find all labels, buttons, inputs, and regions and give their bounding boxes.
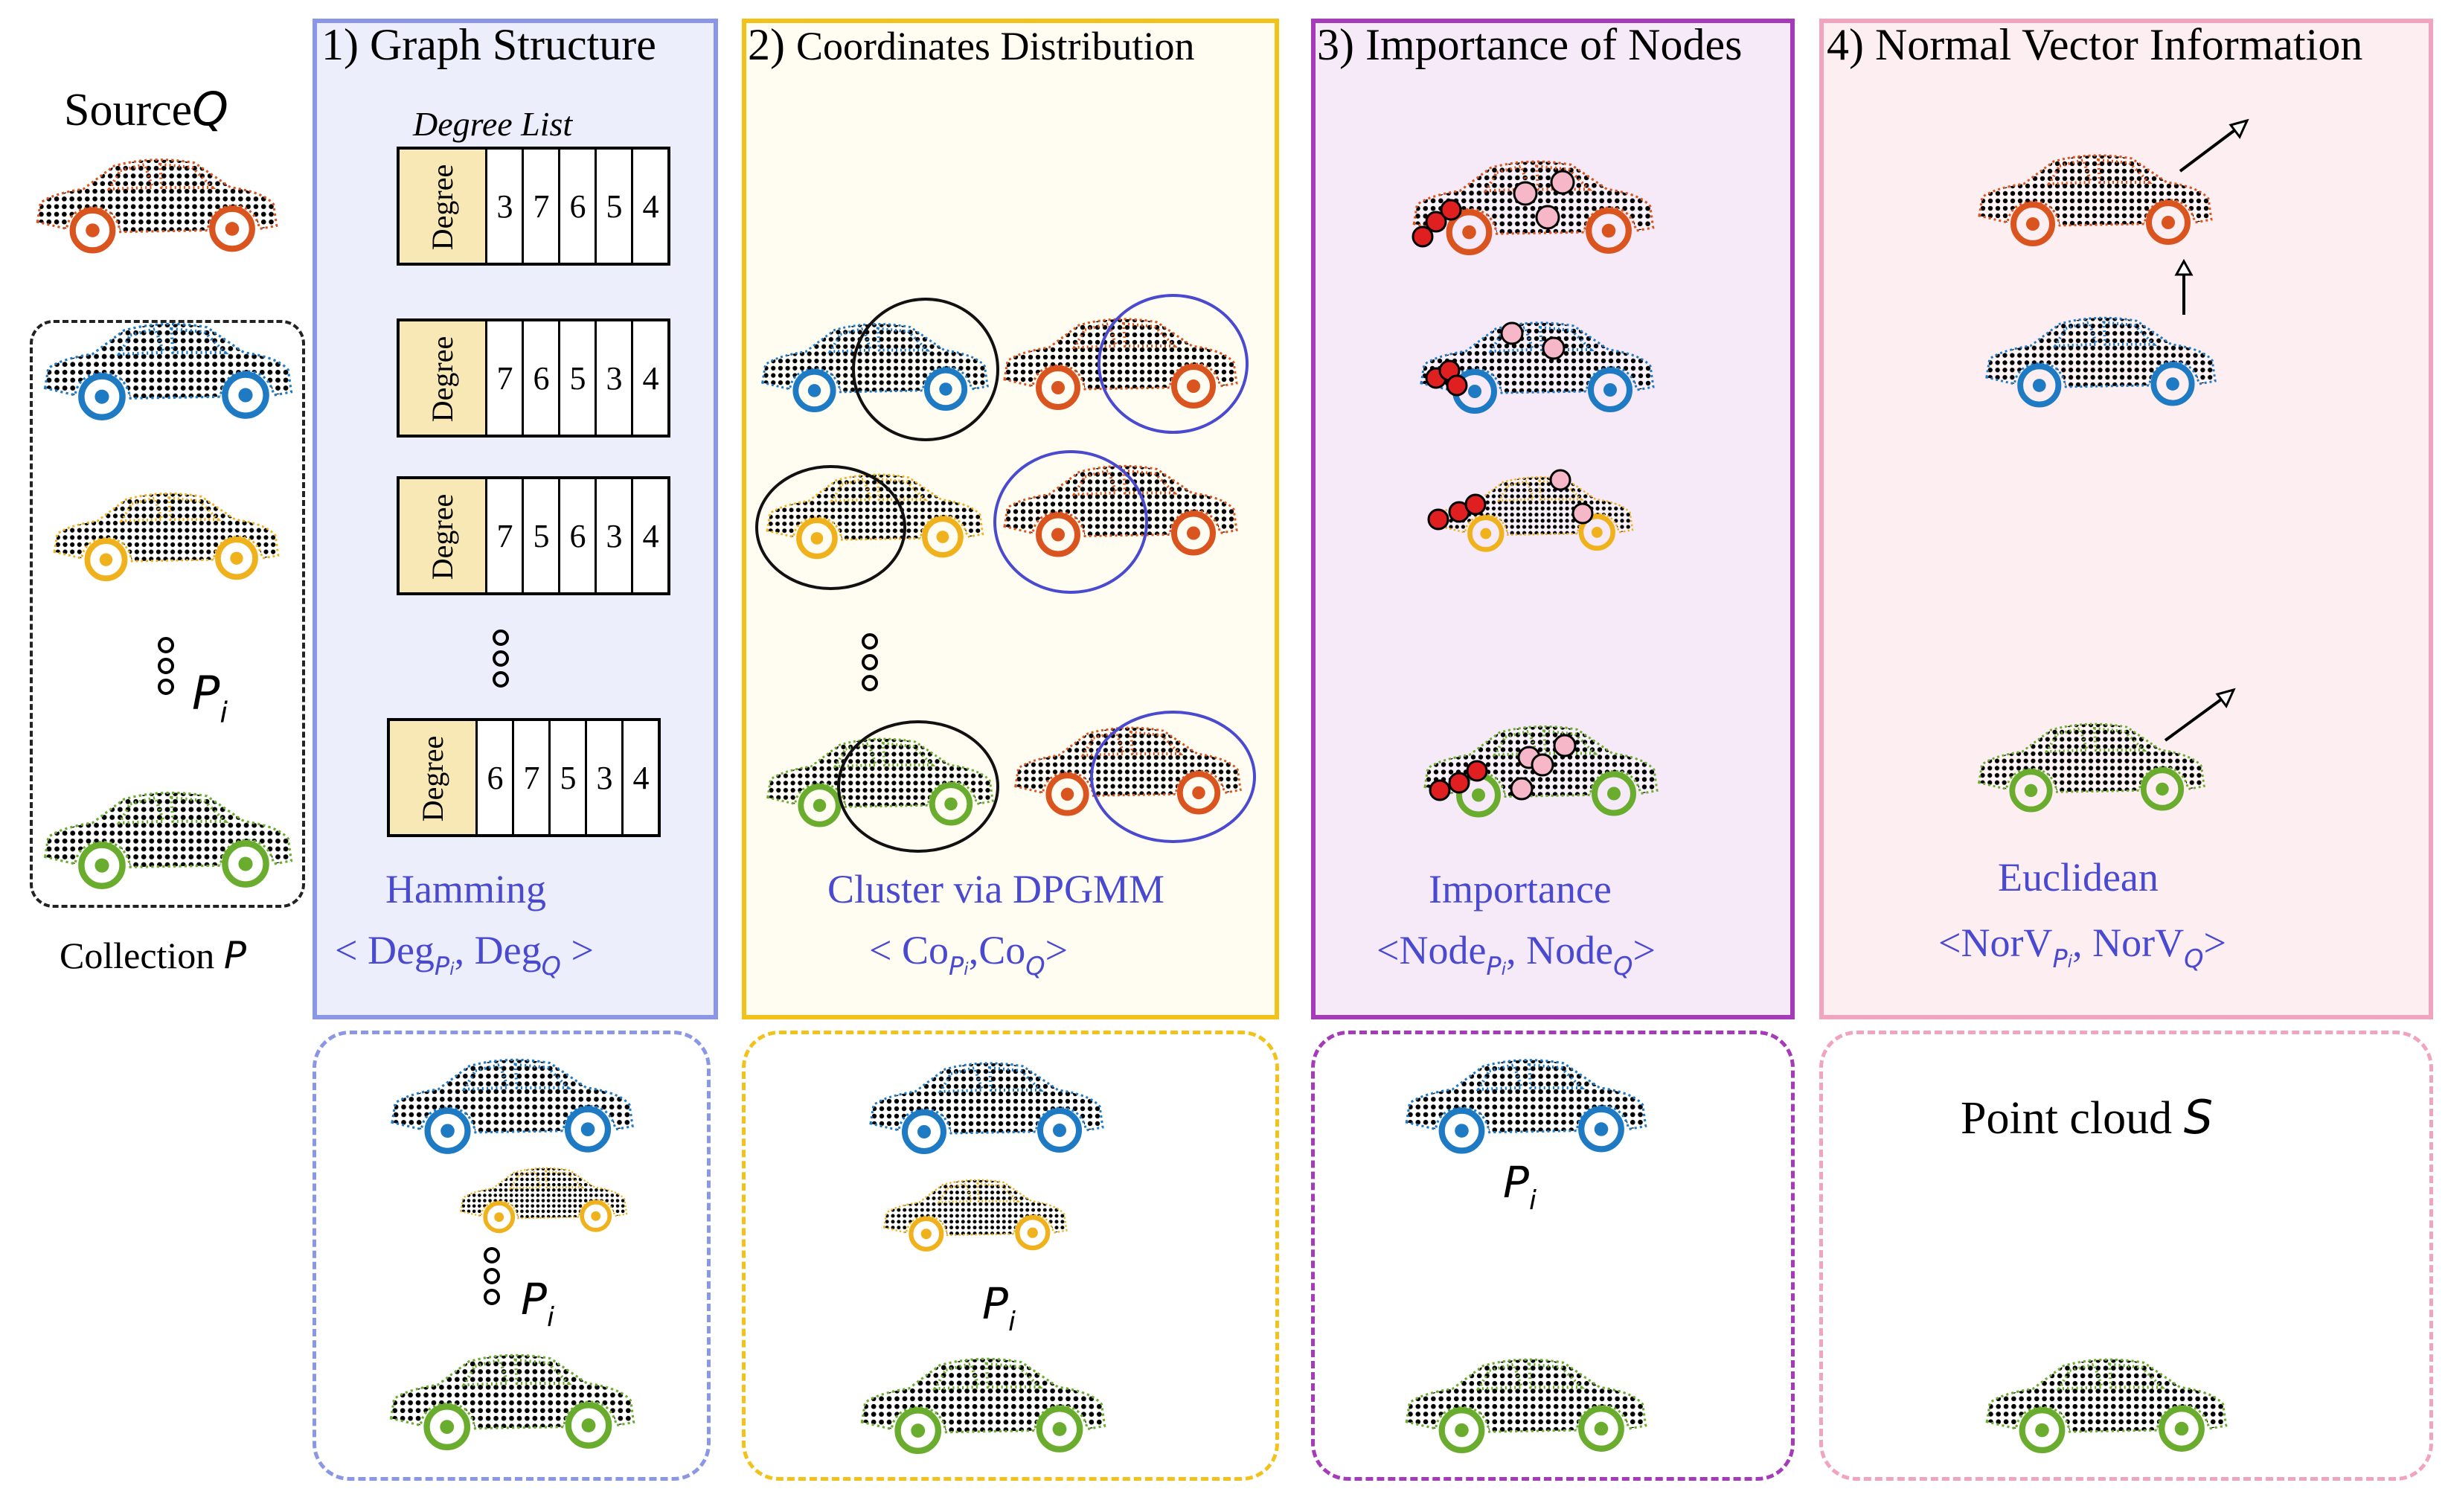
p2-cluster-yellow [755, 465, 906, 590]
p2-result-car-blue [859, 1053, 1112, 1157]
p2-cluster-orange-1 [1098, 294, 1249, 434]
p3-result-car-green [1399, 1347, 1652, 1458]
panel3-title: 3) Importance of Nodes [1317, 20, 1743, 69]
source-label: SourceQ [64, 82, 228, 136]
panel3-result-box [1311, 1031, 1795, 1481]
collection-box [30, 320, 305, 908]
panel1-result-box [313, 1031, 711, 1481]
point-cloud-label: Point cloud S [1961, 1090, 2214, 1144]
p4-arrow-3 [2164, 688, 2236, 742]
p2-cluster-orange-3 [1090, 711, 1256, 843]
p2-result-car-yellow [856, 1172, 1094, 1254]
p1-result-car-green [383, 1339, 640, 1458]
p4-arrow-2 [2174, 258, 2194, 315]
panel2-result-box [742, 1031, 1279, 1481]
degree-ellipsis [493, 625, 509, 692]
p4-result-car-green [1979, 1347, 2232, 1458]
panel2-title: 2) Coordinates Distribution [748, 20, 1195, 69]
p1-result-car-yellow [428, 1161, 659, 1235]
panel4-title: 4) Normal Vector Information [1827, 20, 2363, 69]
p1-result-ellipsis [484, 1243, 500, 1310]
p3-result-pi: Pi [1503, 1157, 1537, 1217]
p1-result-car-blue [383, 1049, 640, 1157]
panel4-formula: <NorVPi, NorVQ> [1938, 920, 2226, 974]
p2-cluster-green [837, 720, 999, 853]
p4-arrow-1 [2179, 118, 2249, 173]
p3-nodes-blue [1425, 321, 1566, 397]
panel4-caption: Euclidean [1998, 855, 2159, 900]
p2-result-pi: Pi [982, 1278, 1016, 1338]
p4-car-blue [1979, 305, 2221, 413]
panel1-formula: < DegPi, DegQ > [335, 928, 594, 981]
degree-list-label: Degree List [413, 105, 573, 143]
collection-car-blue [37, 313, 298, 424]
panel1-title: 1) Graph Structure [321, 20, 656, 69]
p2-ellipsis [862, 629, 878, 696]
p3-nodes-green [1429, 734, 1577, 801]
panel1-caption: Hamming [385, 867, 546, 912]
collection-car-green [37, 774, 298, 900]
panel4-result-box [1819, 1031, 2433, 1481]
panel3-formula: <NodePi, NodeQ> [1377, 928, 1656, 981]
collection-pi-label: Pi [192, 666, 228, 730]
p2-result-car-green [854, 1347, 1111, 1458]
collection-car-yellow [37, 484, 294, 584]
p2-cluster-blue [852, 298, 999, 441]
source-car-orange [30, 149, 283, 257]
collection-ellipsis [158, 632, 174, 699]
p3-result-car-blue [1399, 1049, 1652, 1157]
panel2-caption: Cluster via DPGMM [827, 867, 1165, 912]
p3-nodes-yellow [1427, 469, 1594, 531]
collection-label: Collection P [60, 934, 246, 977]
p2-cluster-orange-2 [993, 450, 1148, 594]
p3-nodes-orange [1412, 170, 1575, 248]
panel3-caption: Importance [1429, 867, 1612, 912]
p1-result-pi: Pi [521, 1274, 554, 1333]
panel2-formula: < CoPi,CoQ> [869, 928, 1068, 981]
